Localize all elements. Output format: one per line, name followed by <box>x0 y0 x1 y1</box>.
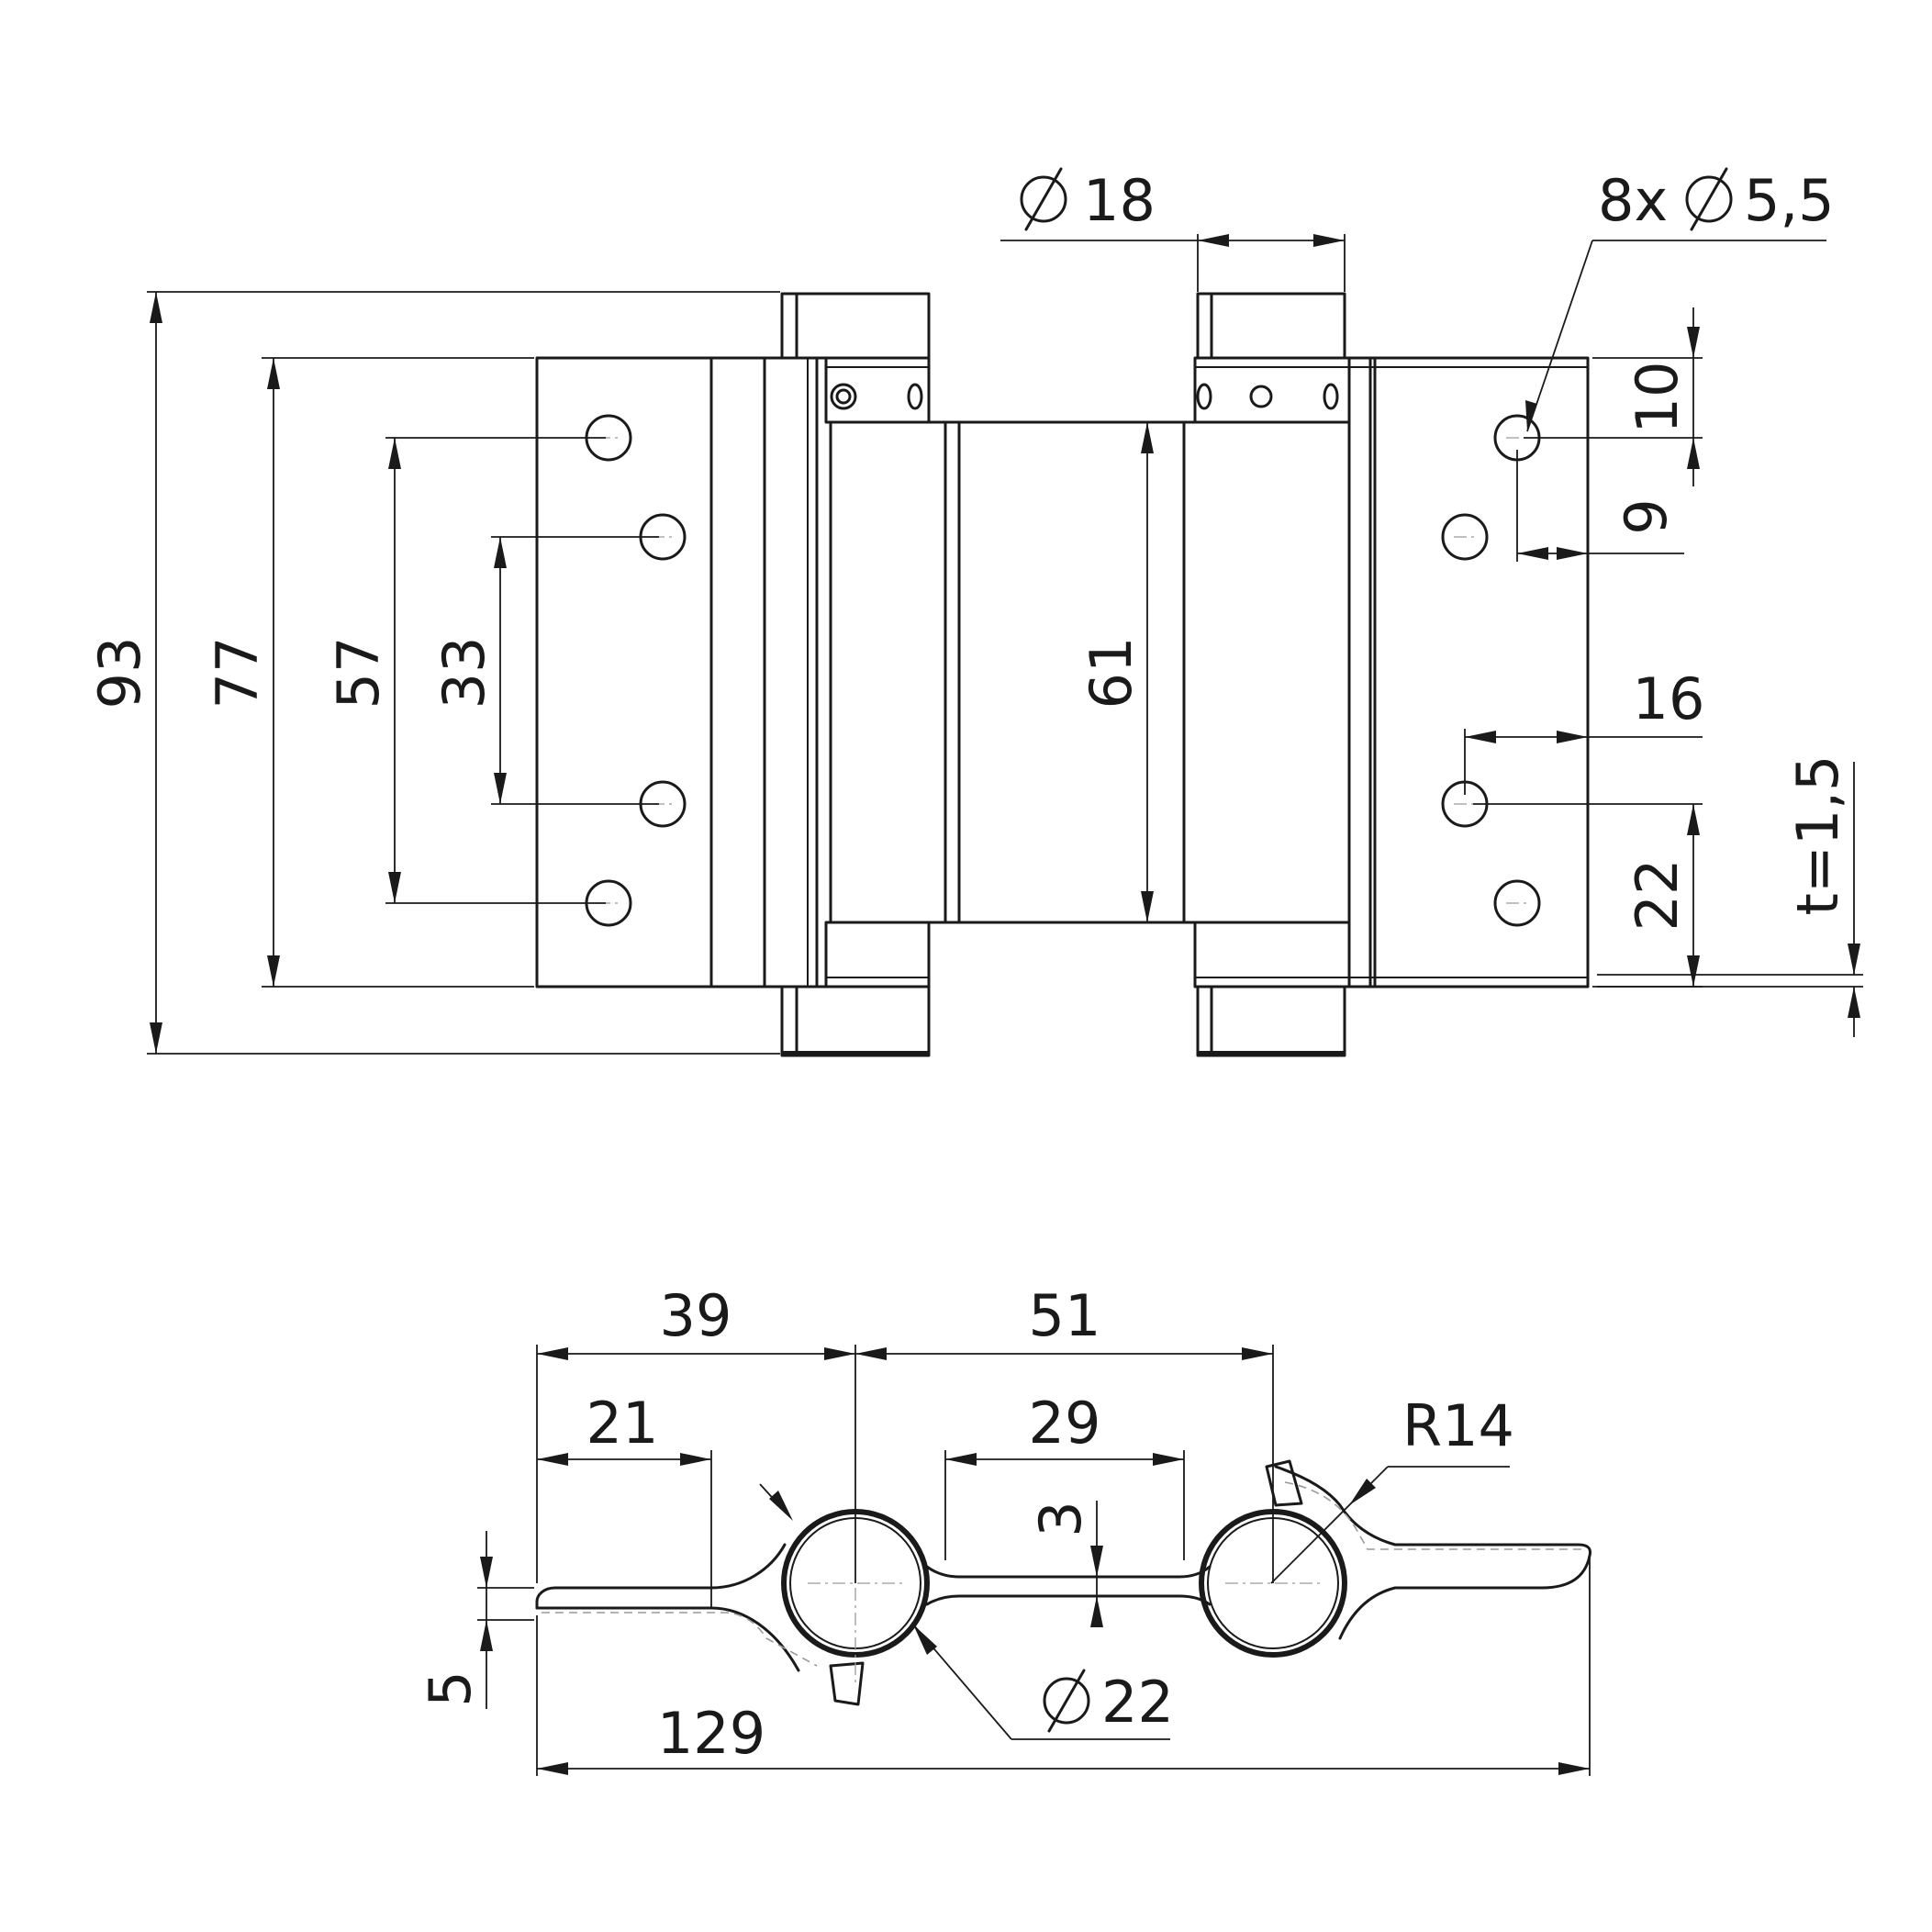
screw-hole <box>1493 879 1541 927</box>
diameter-symbol <box>1020 167 1067 231</box>
dim-web-length: 29 <box>944 1390 1185 1560</box>
dim-label-22: 22 <box>1624 859 1691 932</box>
left-barrel <box>780 292 931 1057</box>
screw-hole <box>1441 513 1489 561</box>
dim-hole-from-edge: 9 <box>1516 450 1684 562</box>
dim-label-57: 57 <box>325 637 392 709</box>
dim-label-16: 16 <box>1633 665 1705 732</box>
dim-label-21: 21 <box>586 1390 659 1457</box>
hinge-profile <box>535 1465 1591 1672</box>
dim-label-22-diameter: 22 <box>1101 1669 1174 1736</box>
dim-label-10: 10 <box>1624 362 1691 434</box>
dim-label-5: 5 <box>417 1670 484 1706</box>
dim-web-thickness: 3 <box>1027 1501 1103 1627</box>
dim-label-77: 77 <box>204 637 271 709</box>
right-leaf <box>1347 356 1590 988</box>
dim-label-51: 51 <box>1029 1282 1101 1349</box>
dim-left-flat: 21 <box>537 1390 712 1608</box>
dim-barrel-spacing: 51 <box>855 1282 1274 1583</box>
dim-barrel-diameter: 18 <box>1000 167 1346 292</box>
dim-bottom-hole-distance: 22 <box>1473 803 1703 988</box>
dim-inner-hole-offset: 16 <box>1464 665 1705 795</box>
center-lines <box>808 1582 1322 1684</box>
dim-thickness: t=1,5 <box>1597 755 1863 1037</box>
dim-spring-length: 61 <box>1078 422 1154 922</box>
diameter-symbol <box>1685 167 1733 231</box>
hole-count-label: 8x <box>1598 167 1668 234</box>
callout-hole-spec: 8x 5,5 <box>1525 167 1835 432</box>
dim-left-to-barrel: 39 <box>536 1282 856 1583</box>
dim-label-29: 29 <box>1029 1390 1101 1457</box>
dim-label-18: 18 <box>1083 167 1156 234</box>
dim-label-39: 39 <box>660 1282 732 1349</box>
screw-holes <box>585 414 1541 927</box>
dim-overall-height: 93 <box>86 291 780 1055</box>
dim-label-93: 93 <box>86 637 153 709</box>
dim-outer-hole-spacing: 57 <box>325 437 606 904</box>
dim-label-129: 129 <box>657 1700 765 1767</box>
callout-radius: R14 <box>1270 1392 1514 1584</box>
dim-label-9: 9 <box>1613 498 1680 534</box>
diameter-symbol <box>1043 1669 1090 1733</box>
dim-label-33: 33 <box>430 637 497 709</box>
right-barrel <box>1193 292 1351 1057</box>
left-leaf <box>535 356 819 988</box>
dim-label-3: 3 <box>1027 1501 1094 1536</box>
hole-diameter-label: 5,5 <box>1744 167 1835 234</box>
front-view: 93 77 57 33 <box>86 167 1863 1057</box>
dim-label-thickness: t=1,5 <box>1784 755 1851 916</box>
top-view: 39 51 21 29 3 <box>417 1282 1591 1776</box>
dim-label-R14: R14 <box>1402 1392 1514 1459</box>
dim-hole-from-top: 10 <box>1524 307 1703 486</box>
dim-inner-hole-spacing: 33 <box>430 536 659 805</box>
dim-overall-width: 129 <box>536 1551 1591 1776</box>
dim-label-61: 61 <box>1078 637 1145 709</box>
dim-leaf-height: 77 <box>204 357 534 988</box>
callout-barrel-outer-diameter: 22 <box>759 1483 1174 1740</box>
dim-leaf-width: 5 <box>417 1531 534 1709</box>
